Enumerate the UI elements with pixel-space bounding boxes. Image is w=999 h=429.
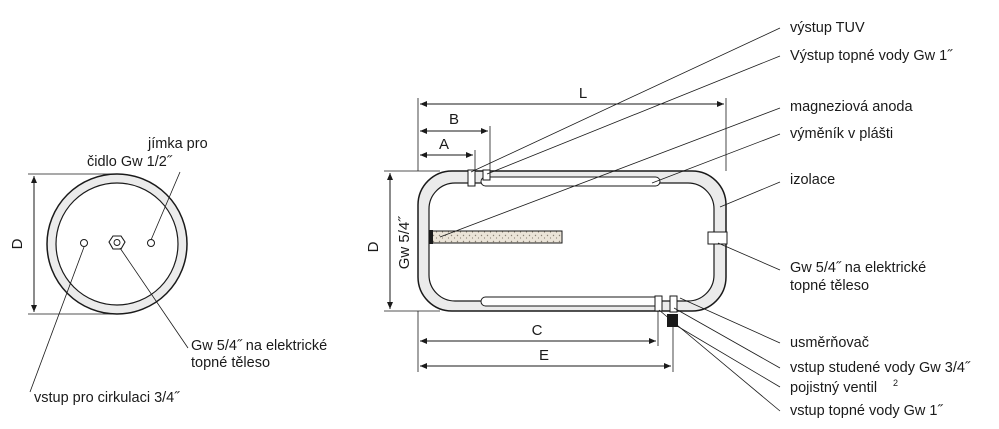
safety-valve-icon <box>667 314 678 327</box>
heating-water-outlet-pipe <box>482 169 491 181</box>
label-heater-2: topné těleso <box>191 355 270 371</box>
end-view: D jímka pro čidlo Gw 1/2˝ Gw 5/4˝ na ele… <box>9 136 327 406</box>
label-jacket-exchanger: výměník v plášti <box>790 126 893 142</box>
label-insulation: izolace <box>790 172 835 188</box>
label-hot-water-out: výstup TUV <box>790 20 865 36</box>
label-heater-port-2: topné těleso <box>790 278 869 294</box>
label-cold-water-in: vstup studené vody Gw 3/4˝ <box>790 360 971 376</box>
dim-b: B <box>449 111 459 128</box>
label-heater-1: Gw 5/4˝ na elektrické <box>191 338 327 354</box>
label-safety-valve: pojistný ventil <box>790 380 877 396</box>
label-heater-port-1: Gw 5/4˝ na elektrické <box>790 260 926 276</box>
label-magnesium-anode: magneziová anoda <box>790 99 913 115</box>
label-heating-water-out: Výstup topné vody Gw 1˝ <box>790 48 953 64</box>
side-view-dim-d: D <box>365 241 382 252</box>
circulation-port-icon <box>80 239 88 247</box>
heater-port-icon <box>108 235 126 250</box>
end-view-dim-d: D <box>9 238 26 249</box>
heater-port-side <box>707 231 728 245</box>
side-view-dim-gw: Gw 5/4˝ <box>396 216 413 270</box>
side-view: L B A D Gw 5/4˝ C E <box>365 20 971 419</box>
sensor-well-icon <box>147 239 155 247</box>
label-sensor-well-2: čidlo Gw 1/2˝ <box>87 154 173 170</box>
label-heating-water-in: vstup topné vody Gw 1˝ <box>790 403 943 419</box>
dim-a: A <box>439 136 449 153</box>
dim-e: E <box>539 347 549 364</box>
label-sensor-well-1: jímka pro <box>147 136 208 152</box>
label-circulation: vstup pro cirkulaci 3/4˝ <box>34 390 180 406</box>
dim-l: L <box>579 85 587 102</box>
label-safety-valve-note: 2 <box>893 378 898 388</box>
label-diverter: usměrňovač <box>790 335 869 351</box>
jacket-exchanger-bottom <box>480 296 661 307</box>
dim-c: C <box>532 322 543 339</box>
cold-water-inlet-pipe <box>669 295 678 313</box>
hot-water-outlet-pipe <box>467 169 476 187</box>
jacket-exchanger-top <box>480 176 661 187</box>
heating-water-inlet-pipe <box>654 295 663 312</box>
